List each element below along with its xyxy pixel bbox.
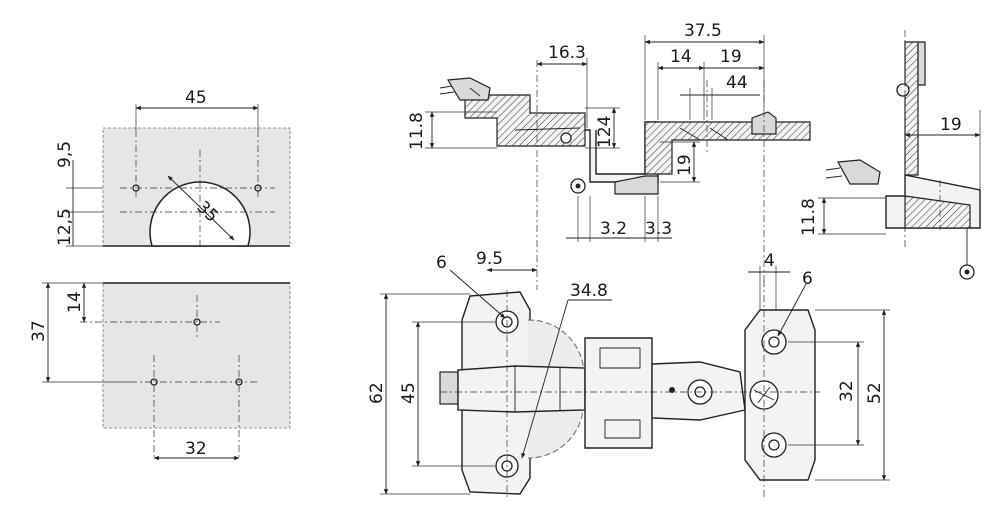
drilling-top-view: 45 9,5 12,5 35	[55, 88, 291, 247]
arm-tip	[439, 371, 459, 405]
dim-34-8: 34.8	[570, 281, 608, 301]
hinge-top-view: 6 9.5 34.8 62 45 4 6 32 52	[367, 249, 890, 500]
dim-44: 44	[726, 73, 748, 93]
dim-62: 62	[367, 382, 387, 404]
dim-11-8: 11.8	[407, 112, 427, 150]
dim-19-right: 19	[940, 115, 962, 135]
dim-37-5: 37.5	[684, 21, 722, 41]
dim-45-top: 45	[399, 382, 419, 404]
dim-52: 52	[865, 382, 885, 404]
dim-3-2: 3.2	[600, 219, 627, 239]
dim-19-top: 19	[720, 47, 742, 67]
cabinet-side-panel	[102, 282, 291, 429]
mounting-plate-section	[644, 121, 811, 175]
dim-14: 14	[65, 291, 85, 313]
dim-9-5: 9,5	[55, 141, 75, 168]
dim-16-3: 16.3	[548, 43, 586, 63]
dim-37: 37	[29, 320, 49, 342]
dim-6-left: 6	[436, 253, 447, 273]
dim-124: 124	[595, 116, 615, 148]
cup-section	[464, 94, 586, 147]
dim-32-top: 32	[837, 380, 857, 402]
dim-14-side: 14	[670, 47, 692, 67]
hinge-arm	[584, 337, 653, 449]
door-edge-section	[904, 41, 919, 176]
dim-3-3: 3.3	[645, 219, 672, 239]
dim-45: 45	[185, 88, 207, 108]
dim-11-8-right: 11.8	[799, 198, 819, 236]
cam-screw	[751, 111, 777, 135]
dim-9-5-top: 9.5	[476, 249, 503, 269]
hinge-right-section: 19 11.8	[799, 30, 981, 280]
dim-4: 4	[764, 251, 775, 271]
hinge-side-section: 37.5 16.3 14 19 44 11.8 124 19	[407, 21, 811, 290]
mounting-plate	[744, 309, 816, 481]
dim-12-5: 12,5	[55, 208, 75, 246]
dim-32: 32	[185, 439, 207, 459]
drilling-bottom-view: 14 37 32	[29, 282, 291, 461]
dim-6-right: 6	[802, 269, 813, 289]
dim-19-vert: 19	[675, 154, 695, 176]
